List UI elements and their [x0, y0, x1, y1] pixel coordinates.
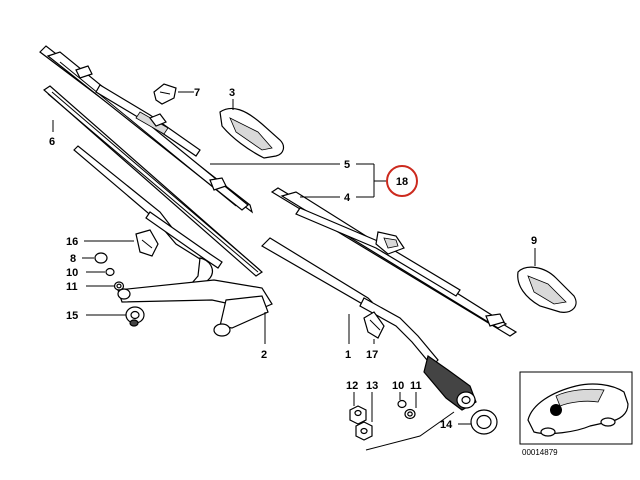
callout-1[interactable]: 1 [345, 349, 351, 361]
callout-labels: 7 3 5 4 6 16 8 10 11 15 2 1 17 9 12 13 1… [49, 87, 537, 431]
washer-part-10-left[interactable] [105, 267, 115, 277]
callout-11-right[interactable]: 11 [410, 380, 422, 392]
wiper-arm-cover[interactable] [219, 107, 285, 159]
callout-11-left[interactable]: 11 [66, 281, 78, 293]
clip-part-7[interactable] [153, 83, 177, 105]
nut-part-11-right[interactable] [404, 408, 416, 420]
callout-6[interactable]: 6 [49, 136, 55, 148]
callout-10-left[interactable]: 10 [66, 267, 78, 279]
wiper-arm-right[interactable] [261, 237, 477, 411]
callout-4[interactable]: 4 [344, 192, 351, 204]
clip-part-17[interactable] [363, 311, 385, 339]
callout-9[interactable]: 9 [531, 235, 537, 247]
callout-18-highlight[interactable]: 18 [386, 165, 418, 197]
callout-10-right[interactable]: 10 [392, 380, 404, 392]
washer-part-10-right[interactable] [397, 399, 407, 409]
car-wheel-front [540, 427, 556, 437]
callout-2[interactable]: 2 [261, 349, 267, 361]
clip-part-16[interactable] [135, 229, 159, 257]
wiper-blade-refill[interactable] [43, 85, 263, 277]
wiper-arm-left[interactable] [73, 145, 273, 337]
callout-13[interactable]: 13 [366, 380, 378, 392]
reference-number: 00014879 [522, 448, 558, 457]
nut-part-12[interactable] [349, 405, 367, 425]
leader-lines [52, 91, 536, 451]
callout-7[interactable]: 7 [194, 87, 200, 99]
grommet-part-14[interactable] [470, 409, 498, 435]
car-wheel-rear [600, 417, 616, 427]
nut-cover-cap[interactable] [517, 266, 577, 313]
gasket-part-15[interactable] [125, 306, 145, 327]
wiper-blade-upper[interactable] [39, 45, 254, 214]
callout-8[interactable]: 8 [70, 253, 76, 265]
nut-part-11-left[interactable] [113, 281, 125, 291]
highlight-circle [386, 165, 418, 197]
car-windshield [555, 388, 605, 407]
callout-18: 18 [396, 176, 408, 188]
car-location-inset [519, 371, 633, 445]
location-marker [550, 404, 562, 416]
callout-3[interactable]: 3 [229, 87, 235, 99]
callout-17[interactable]: 17 [366, 349, 378, 361]
callout-14[interactable]: 14 [440, 419, 453, 431]
seal-part-13[interactable] [355, 421, 373, 441]
callout-12[interactable]: 12 [346, 380, 358, 392]
callout-16[interactable]: 16 [66, 236, 78, 248]
callout-15[interactable]: 15 [66, 310, 78, 322]
cap-part-8[interactable] [94, 252, 108, 264]
wiper-blade-right[interactable] [270, 187, 518, 337]
callout-5[interactable]: 5 [344, 159, 350, 171]
